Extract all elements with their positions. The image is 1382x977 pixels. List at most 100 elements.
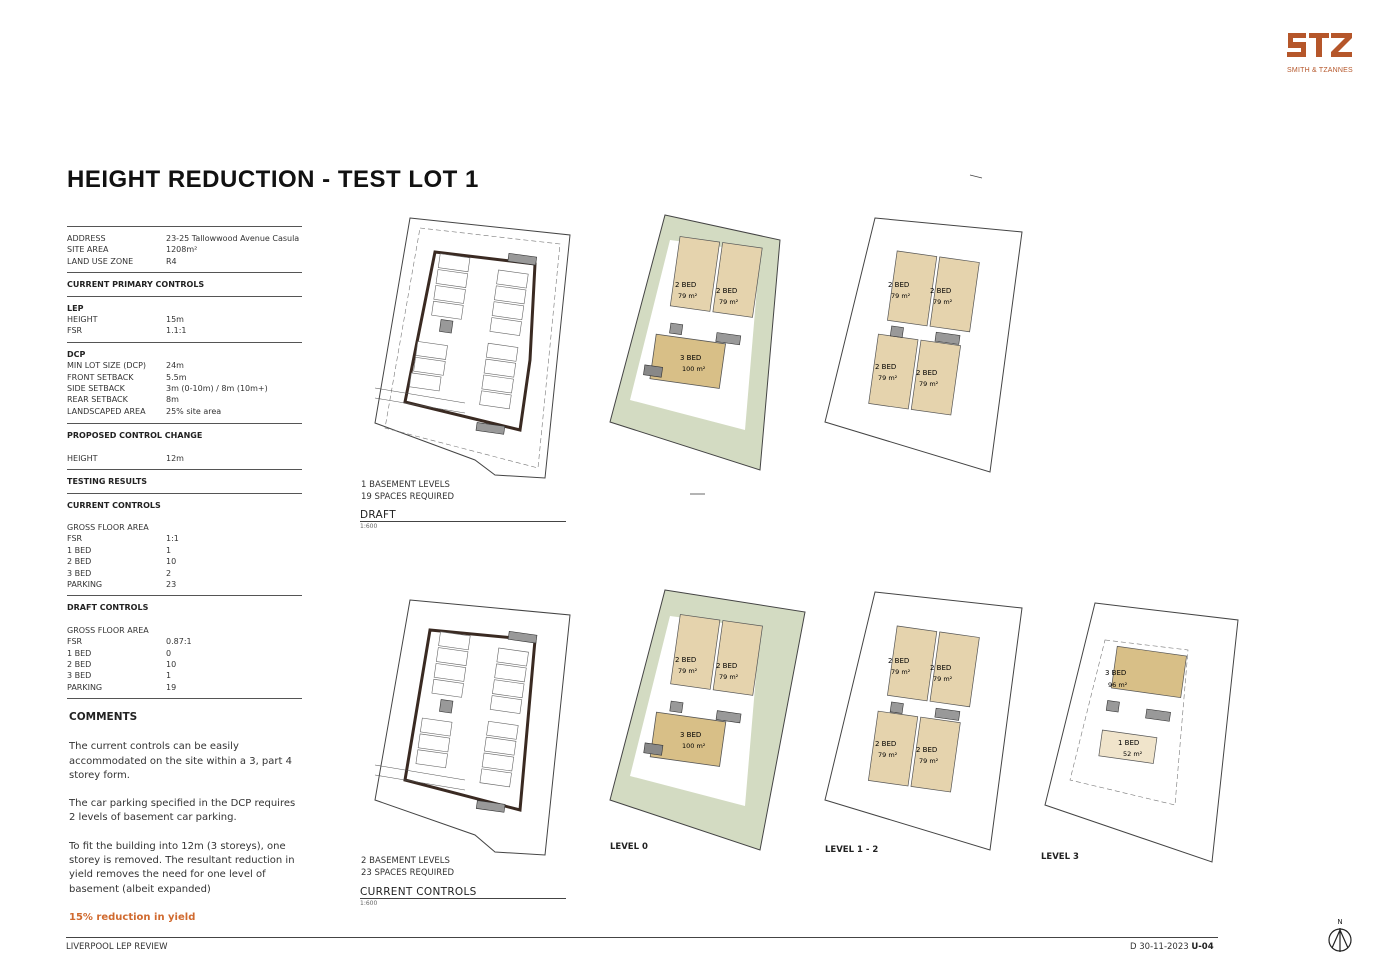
svg-text:100 m²: 100 m² xyxy=(682,742,706,750)
current-scale: 1:600 xyxy=(360,900,378,907)
svg-text:2 BED: 2 BED xyxy=(888,657,909,665)
yield-reduction-note: 15% reduction in yield xyxy=(69,911,196,923)
svg-text:2 BED: 2 BED xyxy=(888,281,909,289)
lep-heading: LEP xyxy=(67,303,84,313)
company-logo: SMITH & TZANNES xyxy=(1282,30,1358,74)
svg-text:2 BED: 2 BED xyxy=(875,363,896,371)
draft-spaces: 19 SPACES REQUIRED xyxy=(361,491,455,502)
svg-text:2 BED: 2 BED xyxy=(930,664,951,672)
dcp-row: MIN LOT SIZE (DCP)24m xyxy=(67,361,184,371)
svg-text:2 BED: 2 BED xyxy=(875,740,896,748)
current-primary-controls-heading: CURRENT PRIMARY CONTROLS xyxy=(67,280,205,290)
current-basement-plan xyxy=(374,599,571,856)
footer-project: LIVERPOOL LEP REVIEW xyxy=(66,942,168,952)
current-level3-plan: 3 BED 96 m² 1 BED 52 m² xyxy=(1044,602,1239,863)
page-title: HEIGHT REDUCTION - TEST LOT 1 xyxy=(67,166,479,193)
svg-text:2 BED: 2 BED xyxy=(675,656,696,664)
current-level0-plan: 2 BED 79 m² 2 BED 79 m² 3 BED 100 m² xyxy=(609,589,806,851)
svg-text:3 BED: 3 BED xyxy=(680,731,701,739)
svg-text:79 m²: 79 m² xyxy=(678,667,698,675)
svg-text:2 BED: 2 BED xyxy=(716,287,737,295)
draft-level12-plan: 2 BED 79 m² 2 BED 79 m² 2 BED 79 m² 2 BE… xyxy=(824,217,1023,473)
north-arrow-icon xyxy=(1328,928,1352,952)
footer-date: D 30-11-2023 xyxy=(1130,942,1189,952)
svg-text:79 m²: 79 m² xyxy=(719,298,739,306)
level0-label: LEVEL 0 xyxy=(610,842,648,852)
current-controls-heading: CURRENT CONTROLS xyxy=(67,500,161,510)
current-level12-plan: 2 BED 79 m² 2 BED 79 m² 2 BED 79 m² 2 BE… xyxy=(824,591,1023,851)
svg-text:96 m²: 96 m² xyxy=(1108,681,1128,689)
draft-gfa-label: GROSS FLOOR AREA xyxy=(67,625,149,635)
draft-plan-title: DRAFT xyxy=(360,509,566,522)
comment-paragraph: The current controls can be easily accom… xyxy=(69,741,292,781)
current-gfa-label: GROSS FLOOR AREA xyxy=(67,522,149,532)
level3-label: LEVEL 3 xyxy=(1041,852,1079,862)
current-plan-title: CURRENT CONTROLS xyxy=(360,886,566,899)
comment-paragraph: To fit the building into 12m (3 storeys)… xyxy=(69,840,295,895)
svg-text:79 m²: 79 m² xyxy=(878,751,898,759)
svg-text:79 m²: 79 m² xyxy=(878,374,898,382)
svg-text:2 BED: 2 BED xyxy=(916,746,937,754)
logo-text: SMITH & TZANNES xyxy=(1287,67,1353,74)
footer-divider xyxy=(66,937,1218,938)
svg-text:3 BED: 3 BED xyxy=(680,354,701,362)
svg-text:2 BED: 2 BED xyxy=(916,369,937,377)
svg-text:100 m²: 100 m² xyxy=(682,365,706,373)
comment-paragraph: The car parking specified in the DCP req… xyxy=(69,798,296,824)
svg-text:79 m²: 79 m² xyxy=(919,380,939,388)
draft-basement-levels: 1 BASEMENT LEVELS xyxy=(361,480,450,490)
current-caption: 2 BASEMENT LEVELS 23 SPACES REQUIRED xyxy=(361,856,454,879)
north-label: N xyxy=(1337,918,1343,926)
svg-text:79 m²: 79 m² xyxy=(933,675,953,683)
draft-controls-heading: DRAFT CONTROLS xyxy=(67,603,149,613)
svg-text:3 BED: 3 BED xyxy=(1105,669,1126,677)
current-spaces: 23 SPACES REQUIRED xyxy=(361,867,455,878)
proposed-heading: PROPOSED CONTROL CHANGE xyxy=(67,431,203,441)
svg-text:79 m²: 79 m² xyxy=(719,673,739,681)
comments-heading: COMMENTS xyxy=(69,711,138,723)
draft-level0-plan: 2 BED 79 m² 2 BED 79 m² 3 BED 100 m² xyxy=(609,214,781,471)
north-arrow: N xyxy=(1326,918,1354,958)
svg-text:1 BED: 1 BED xyxy=(1118,739,1139,747)
dcp-heading: DCP xyxy=(67,349,86,359)
svg-text:2 BED: 2 BED xyxy=(930,287,951,295)
svg-text:79 m²: 79 m² xyxy=(933,298,953,306)
unit-label: 2 BED xyxy=(675,281,696,289)
svg-text:2 BED: 2 BED xyxy=(716,662,737,670)
current-basement-levels: 2 BASEMENT LEVELS xyxy=(361,856,450,866)
level12-label: LEVEL 1 - 2 xyxy=(825,845,879,855)
testing-results-heading: TESTING RESULTS xyxy=(67,477,148,487)
svg-text:52 m²: 52 m² xyxy=(1123,750,1143,758)
stz-logo-icon xyxy=(1287,33,1352,57)
svg-text:79 m²: 79 m² xyxy=(678,292,698,300)
site-plans: 2 BED 79 m² 2 BED 79 m² 3 BED 100 m² 2 B… xyxy=(374,174,1239,863)
comments-section: COMMENTS The current controls can be eas… xyxy=(69,710,304,925)
footer-code: U-04 xyxy=(1191,942,1214,952)
svg-text:79 m²: 79 m² xyxy=(919,757,939,765)
svg-text:79 m²: 79 m² xyxy=(891,668,911,676)
draft-caption: 1 BASEMENT LEVELS 19 SPACES REQUIRED xyxy=(361,480,454,503)
svg-text:79 m²: 79 m² xyxy=(891,292,911,300)
draft-basement-plan xyxy=(374,217,571,479)
